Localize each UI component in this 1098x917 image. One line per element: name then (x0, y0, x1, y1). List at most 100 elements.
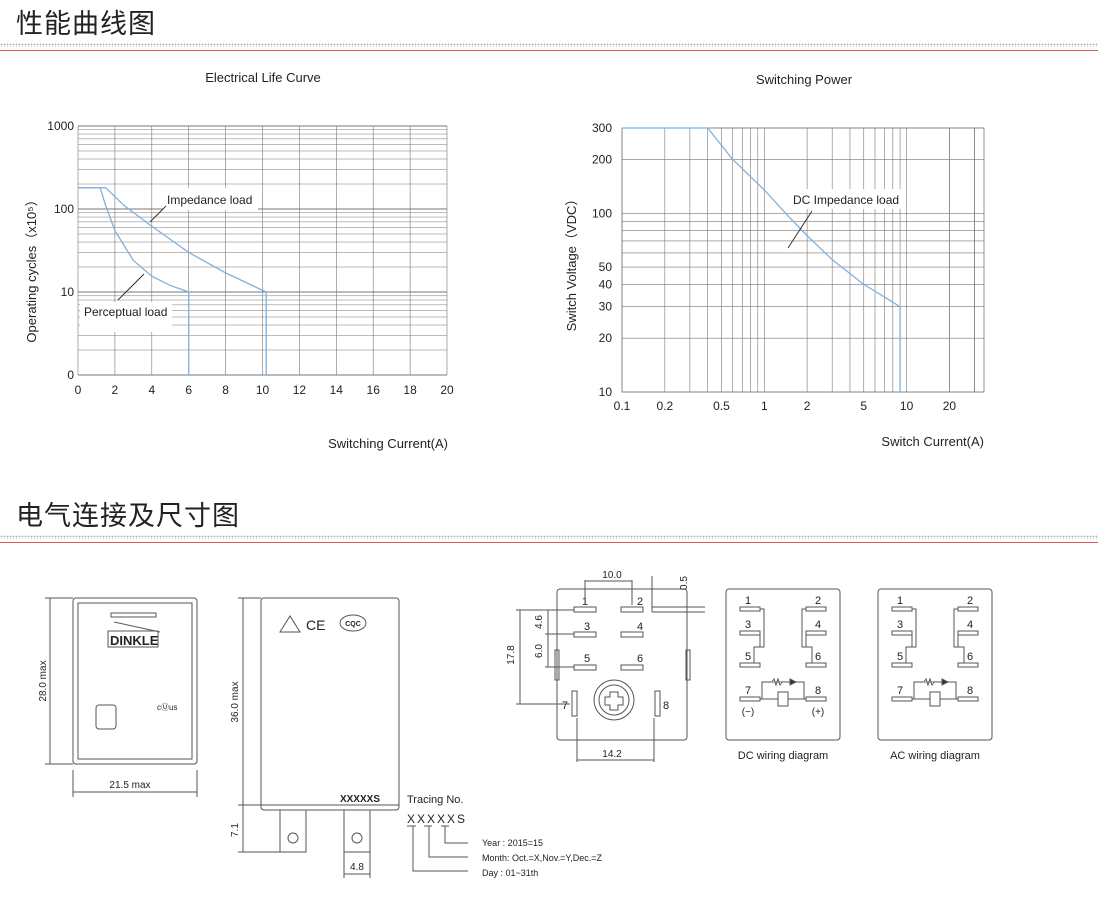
pin-label: 4 (815, 619, 821, 631)
pin-label: 3 (745, 619, 751, 631)
x-tick-label: 10 (900, 399, 914, 413)
dim-row-3-5: 6.0 (534, 644, 545, 658)
y-tick-label: 100 (54, 202, 74, 216)
x-tick-label: 1 (761, 399, 768, 413)
x-tick-label: 18 (403, 383, 417, 397)
y-tick-label: 50 (599, 260, 613, 274)
x-tick-label: 5 (860, 399, 867, 413)
contact-line (905, 608, 917, 663)
ul-mark-icon: cⓊus (157, 703, 177, 712)
diode-icon (941, 678, 950, 686)
front-height-dim: 28.0 max (38, 660, 49, 701)
chart1-xlabel: Switching Current(A) (328, 436, 448, 451)
pin-length-dim: 7.1 (230, 823, 241, 837)
pin-label: 6 (637, 653, 643, 665)
dim-pin-7-8: 14.2 (602, 749, 622, 760)
pin-label: 1 (745, 595, 751, 607)
x-tick-label: 4 (148, 383, 155, 397)
y-tick-label: 200 (592, 152, 612, 166)
wiring-pin (805, 630, 827, 636)
series-label: DC Impedance load (793, 193, 899, 207)
label-bg (788, 189, 906, 209)
x-tick-label: 2 (112, 383, 119, 397)
contact-line (953, 608, 965, 663)
coil-circuit (760, 681, 806, 700)
wiring-pin (739, 630, 761, 636)
divider-dotted (0, 43, 1098, 47)
wiring-pin (957, 630, 979, 636)
dim-total-height: 17.8 (506, 645, 517, 665)
pin-label: 7 (897, 685, 903, 697)
plot-frame (621, 127, 985, 393)
pin-label: 2 (815, 595, 821, 607)
x-tick-label: 2 (804, 399, 811, 413)
wiring-pin (891, 696, 913, 702)
pin-width-dim: 4.8 (350, 862, 364, 873)
y-tick-label: 100 (592, 206, 612, 220)
wiring-pin (739, 696, 761, 702)
contact-line (753, 608, 765, 663)
divider-red (0, 542, 1098, 543)
coil-icon (777, 691, 789, 707)
pin-label: 2 (637, 596, 643, 608)
label-bg (80, 302, 172, 332)
tracing-day: Day : 01~31th (482, 868, 538, 878)
pin-label: 1 (582, 596, 588, 608)
chart2-ylabel: Switch Voltage（VDC） (564, 193, 579, 332)
tracing-code: XXXXXS (407, 812, 467, 826)
tracing-number-legend: Tracing No. XXXXXS Year : 2015=15 Month:… (407, 794, 602, 878)
pin-label: 4 (637, 621, 643, 633)
section-title-connection: 电气连接及尺寸图 (16, 501, 240, 531)
pin-label: 2 (967, 595, 973, 607)
wiring-pin (957, 662, 979, 668)
x-tick-label: 0.5 (713, 399, 730, 413)
x-tick-label: 0.1 (614, 399, 631, 413)
bottom-pin-view-drawing: 1 2 3 4 5 6 7 8 10.0 0.5 4.6 6.0 17.8 14… (506, 570, 705, 762)
dim-row-1-3: 4.6 (534, 615, 545, 629)
series-line-dc-impedance-load (622, 127, 901, 392)
tracing-month: Month: Oct.=X,Nov.=Y,Dec.=Z (482, 853, 602, 863)
wiring-pin (957, 696, 979, 702)
callout-line (787, 210, 813, 249)
pin-label: 6 (815, 651, 821, 663)
callout-line (117, 273, 145, 301)
pin-label: 8 (663, 700, 669, 712)
ac-wiring-caption: AC wiring diagram (890, 750, 980, 762)
series-line-perceptual-load (78, 187, 190, 375)
x-tick-label: 6 (185, 383, 192, 397)
y-tick-label: 30 (599, 300, 613, 314)
pin-label: 8 (815, 685, 821, 697)
pin-label: 5 (897, 651, 903, 663)
label-bg (163, 188, 258, 210)
wiring-pin (891, 662, 913, 668)
dim-pin-pitch: 10.0 (602, 570, 622, 581)
series-line-impedance-load (78, 187, 267, 375)
x-tick-label: 8 (222, 383, 229, 397)
brand-logo: DINKLE (110, 633, 159, 648)
side-marking: XXXXXS (340, 794, 380, 805)
dc-wiring-caption: DC wiring diagram (738, 750, 828, 762)
wiring-pin (891, 630, 913, 636)
polarity-plus: (+) (812, 707, 825, 718)
cqc-mark-icon: CQC (345, 621, 361, 628)
pin-label: 7 (562, 700, 568, 712)
contact-line (801, 608, 813, 663)
y-tick-label: 0 (67, 368, 74, 382)
chart2-title: Switching Power (756, 72, 853, 87)
y-tick-label: 20 (599, 331, 613, 345)
callout-line (149, 205, 167, 223)
side-height-dim: 36.0 max (230, 681, 241, 722)
pin-label: 5 (584, 653, 590, 665)
wiring-pin (739, 606, 761, 612)
dim-pin-thickness: 0.5 (679, 576, 690, 590)
y-tick-label: 10 (61, 285, 75, 299)
charts-area: Electrical Life Curve Switching Current(… (24, 70, 985, 451)
polarity-minus: (−) (742, 707, 755, 718)
front-width-dim: 21.5 max (109, 780, 150, 791)
x-tick-label: 20 (440, 383, 454, 397)
chart2-xlabel: Switch Current(A) (881, 434, 984, 449)
resistor-icon (923, 677, 935, 687)
wiring-pin (739, 662, 761, 668)
